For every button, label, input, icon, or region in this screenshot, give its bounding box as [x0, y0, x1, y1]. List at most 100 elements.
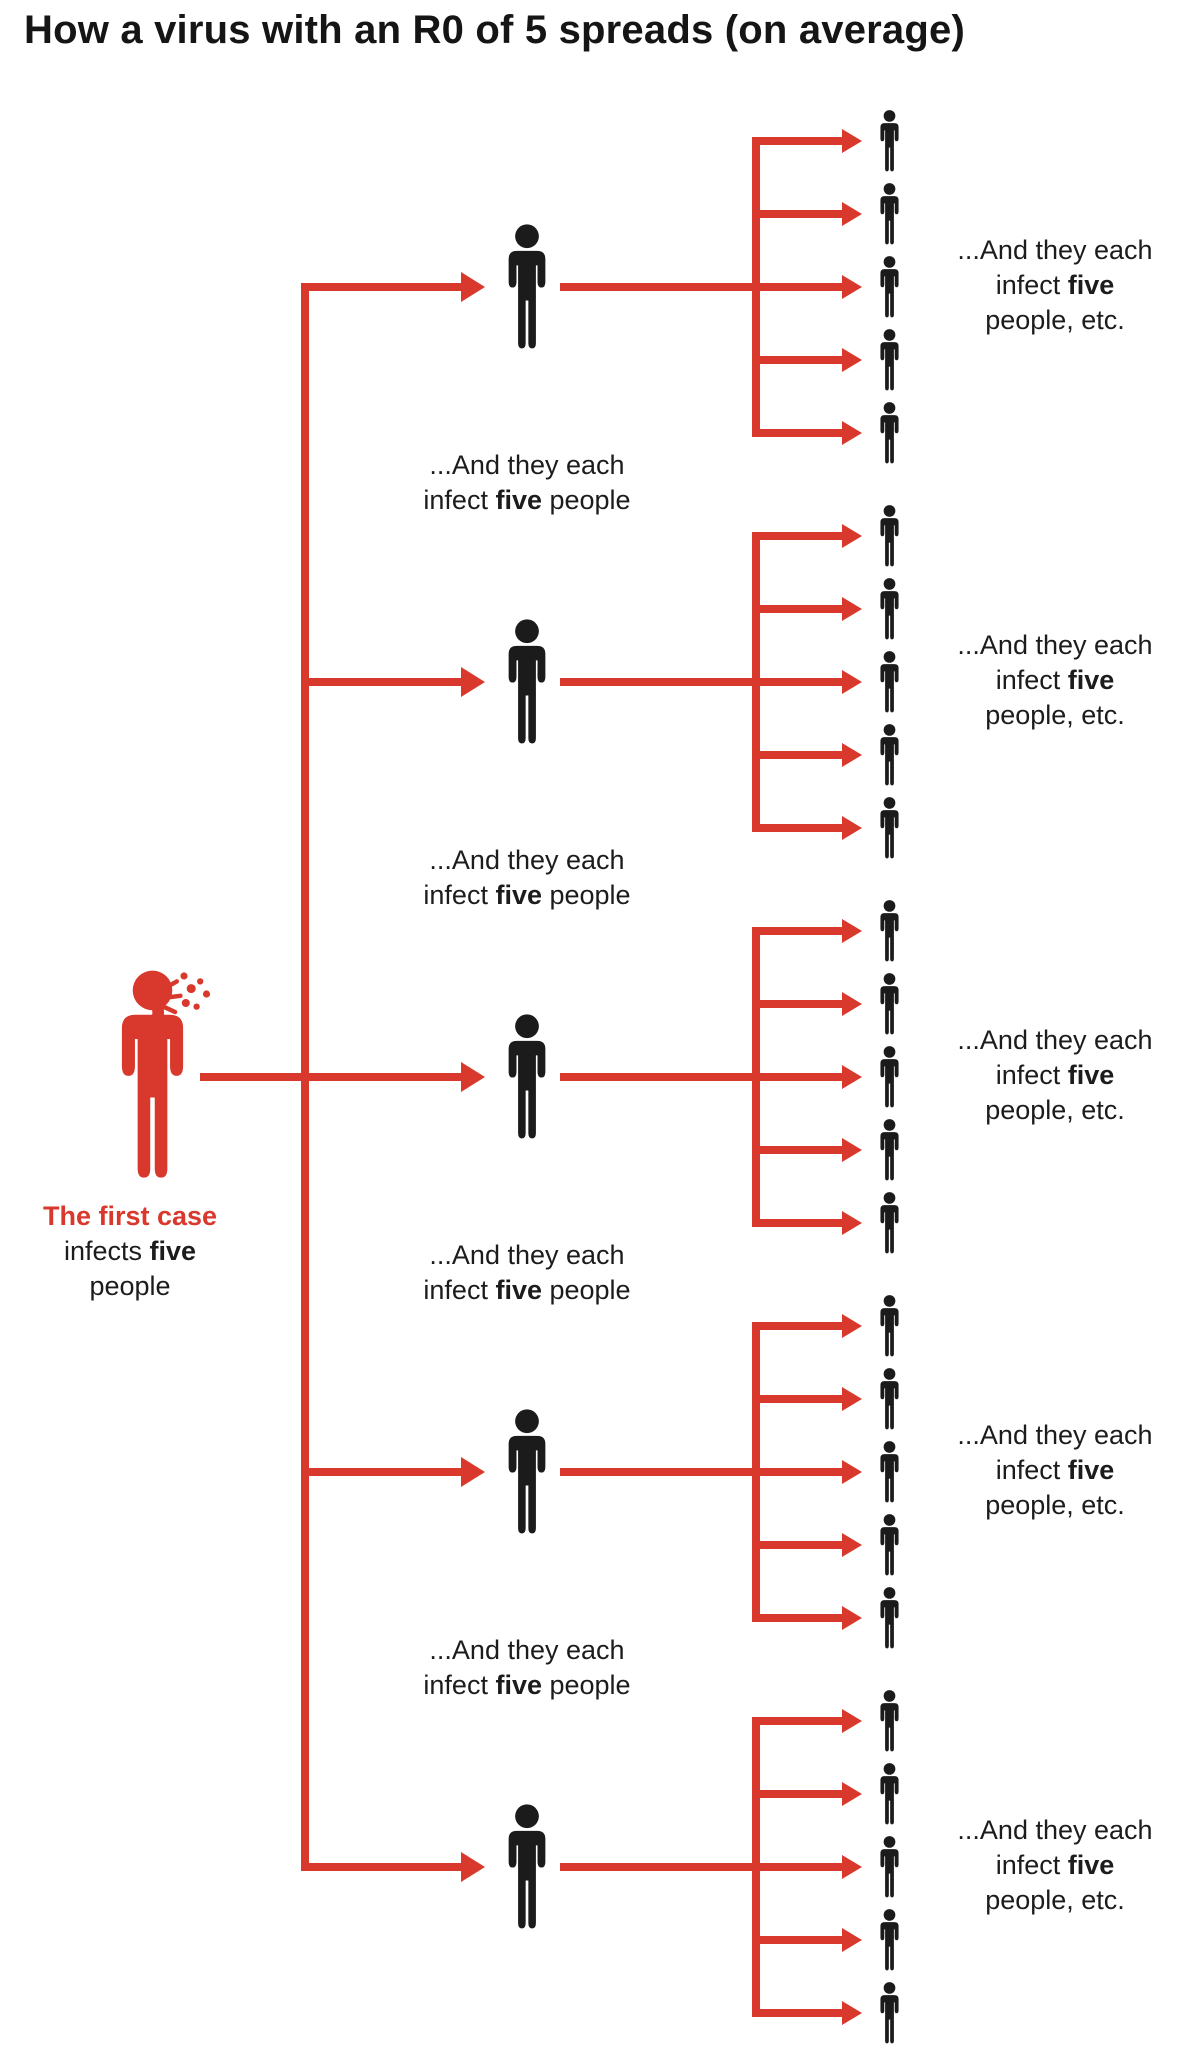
- arrowhead-icon: [461, 272, 485, 302]
- connector-line: [752, 1614, 842, 1622]
- connector-line: [752, 1936, 842, 1944]
- connector-line: [560, 1863, 756, 1871]
- infected-person-icon: [500, 1012, 554, 1142]
- connector-line: [560, 678, 756, 686]
- connector-line: [752, 137, 842, 145]
- arrowhead-icon: [842, 1928, 862, 1952]
- arrowhead-icon: [842, 1855, 862, 1879]
- connector-line: [301, 283, 461, 291]
- connector-line: [752, 1863, 842, 1871]
- infected-person-small-icon: [876, 1689, 903, 1753]
- connector-first-case-line: [200, 1073, 306, 1081]
- arrowhead-icon: [842, 1211, 862, 1235]
- arrowhead-icon: [842, 1782, 862, 1806]
- connector-line: [752, 1468, 842, 1476]
- arrowhead-icon: [842, 1533, 862, 1557]
- arrowhead-icon: [842, 275, 862, 299]
- first-case-label: The first case infects five people: [10, 1199, 250, 1304]
- arrowhead-icon: [842, 743, 862, 767]
- infected-person-small-icon: [876, 577, 903, 641]
- connector-line: [752, 605, 842, 613]
- generation3-label: ...And they each infect five people, etc…: [957, 235, 1153, 335]
- page-title: How a virus with an R0 of 5 spreads (on …: [24, 8, 965, 52]
- first-case-label-line3: people: [89, 1271, 171, 1301]
- connector-line: [752, 1717, 842, 1725]
- arrowhead-icon: [842, 1709, 862, 1733]
- generation2-label: ...And they each infect five people: [423, 1635, 631, 1700]
- connector-line: [301, 1863, 461, 1871]
- connector-line: [560, 1073, 756, 1081]
- arrowhead-icon: [842, 524, 862, 548]
- infected-person-small-icon: [876, 1835, 903, 1899]
- connector-line: [752, 1395, 842, 1403]
- infected-person-icon: [500, 222, 554, 352]
- connector-line: [752, 678, 842, 686]
- arrowhead-icon: [842, 1387, 862, 1411]
- connector-line: [752, 1073, 842, 1081]
- connector-line: [752, 1000, 842, 1008]
- arrowhead-icon: [842, 421, 862, 445]
- connector-line: [752, 2009, 842, 2017]
- connector-line: [560, 1468, 756, 1476]
- generation3-label: ...And they each infect five people, etc…: [957, 1420, 1153, 1520]
- infected-person-small-icon: [876, 255, 903, 319]
- connector-line: [560, 283, 756, 291]
- arrowhead-icon: [842, 670, 862, 694]
- arrowhead-icon: [842, 1606, 862, 1630]
- generation2-label: ...And they each infect five people: [423, 450, 631, 515]
- infected-person-small-icon: [876, 1294, 903, 1358]
- connector-line: [301, 678, 461, 686]
- generation3-label: ...And they each infect five people, etc…: [957, 1025, 1153, 1125]
- generation3-label: ...And they each infect five people, etc…: [957, 630, 1153, 730]
- infected-person-small-icon: [876, 723, 903, 787]
- connector-line: [752, 1541, 842, 1549]
- arrowhead-icon: [842, 919, 862, 943]
- generation2-label: ...And they each infect five people: [423, 845, 631, 910]
- infected-person-small-icon: [876, 1118, 903, 1182]
- connector-line: [752, 751, 842, 759]
- arrowhead-icon: [461, 1852, 485, 1882]
- arrowhead-icon: [842, 816, 862, 840]
- arrowhead-icon: [842, 1065, 862, 1089]
- infected-person-icon: [500, 617, 554, 747]
- connector-line: [752, 927, 842, 935]
- infected-person-small-icon: [876, 504, 903, 568]
- connector-line: [752, 210, 842, 218]
- arrowhead-icon: [842, 1314, 862, 1338]
- infected-person-small-icon: [876, 1045, 903, 1109]
- infected-person-small-icon: [876, 182, 903, 246]
- connector-line: [752, 1322, 842, 1330]
- connector-line: [752, 532, 842, 540]
- connector-line: [301, 1468, 461, 1476]
- generation3-label: ...And they each infect five people, etc…: [957, 1815, 1153, 1915]
- infected-person-small-icon: [876, 1191, 903, 1255]
- infected-person-small-icon: [876, 1586, 903, 1650]
- first-case-label-line2: infects five: [63, 1236, 197, 1266]
- connector-line: [752, 1219, 842, 1227]
- arrowhead-icon: [842, 129, 862, 153]
- arrowhead-icon: [461, 667, 485, 697]
- infected-person-icon: [500, 1802, 554, 1932]
- connector-line: [752, 356, 842, 364]
- arrowhead-icon: [842, 2001, 862, 2025]
- arrowhead-icon: [842, 348, 862, 372]
- arrowhead-icon: [461, 1457, 485, 1487]
- arrowhead-icon: [842, 1138, 862, 1162]
- connector-line: [752, 824, 842, 832]
- infected-person-small-icon: [876, 899, 903, 963]
- arrowhead-icon: [842, 992, 862, 1016]
- infected-person-small-icon: [876, 1440, 903, 1504]
- connector-line: [752, 1790, 842, 1798]
- infected-person-small-icon: [876, 328, 903, 392]
- infected-person-small-icon: [876, 1981, 903, 2045]
- arrowhead-icon: [842, 202, 862, 226]
- infected-person-small-icon: [876, 972, 903, 1036]
- connector-line: [752, 1146, 842, 1154]
- infected-person-small-icon: [876, 650, 903, 714]
- first-case-sneezing-person-icon: [85, 967, 211, 1183]
- infected-person-small-icon: [876, 1908, 903, 1972]
- connector-line: [301, 1073, 461, 1081]
- arrowhead-icon: [461, 1062, 485, 1092]
- infected-person-small-icon: [876, 109, 903, 173]
